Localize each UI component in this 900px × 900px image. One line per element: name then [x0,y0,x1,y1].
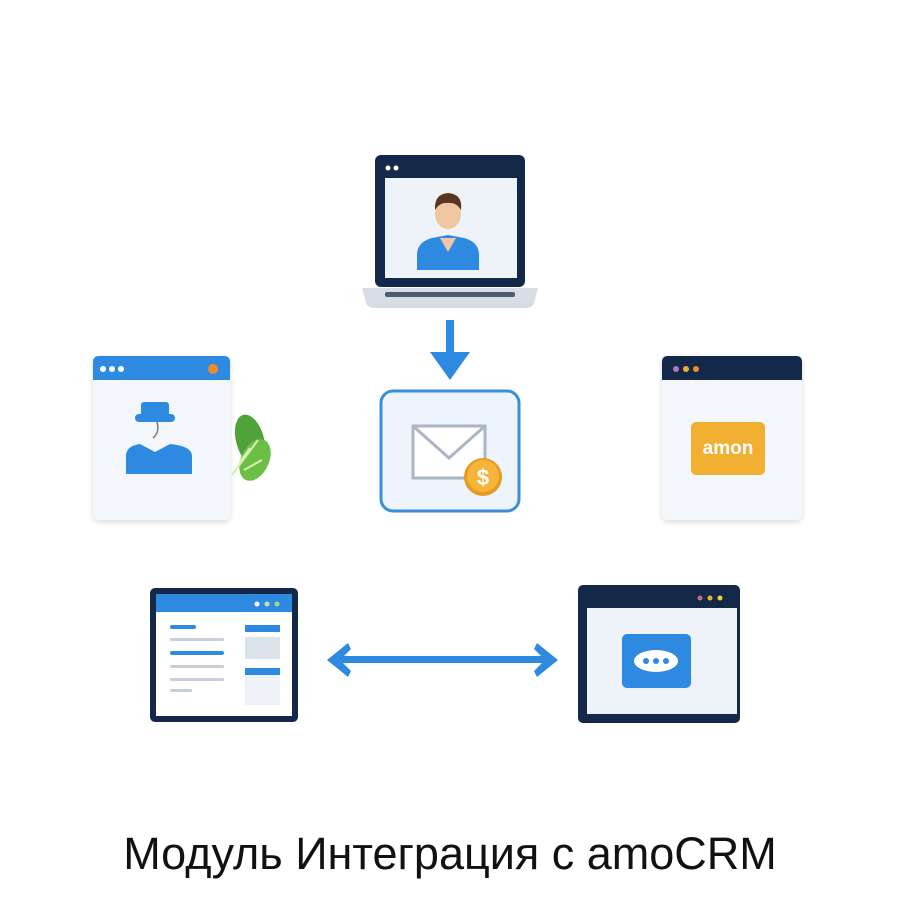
amocrm-window: amon [662,356,802,520]
crm-logo-badge [691,422,765,475]
email-payment-card: $ [379,389,521,513]
page-title: Модуль Интеграция с amoCRM [123,828,777,879]
leaf-icon [231,414,271,481]
crm-logo-text: amon [703,438,754,459]
arrow-down-icon [430,320,470,380]
client-window [93,356,271,520]
sync-double-arrow-icon [327,643,558,677]
svg-text:$: $ [477,465,489,490]
chat-window [578,585,740,723]
incognito-user-icon [126,402,192,474]
laptop-icon [362,155,538,308]
dollar-coin-icon: $ [464,458,502,496]
chat-bubble-icon [622,634,691,688]
user-avatar-icon [417,193,479,270]
form-window [150,588,298,722]
